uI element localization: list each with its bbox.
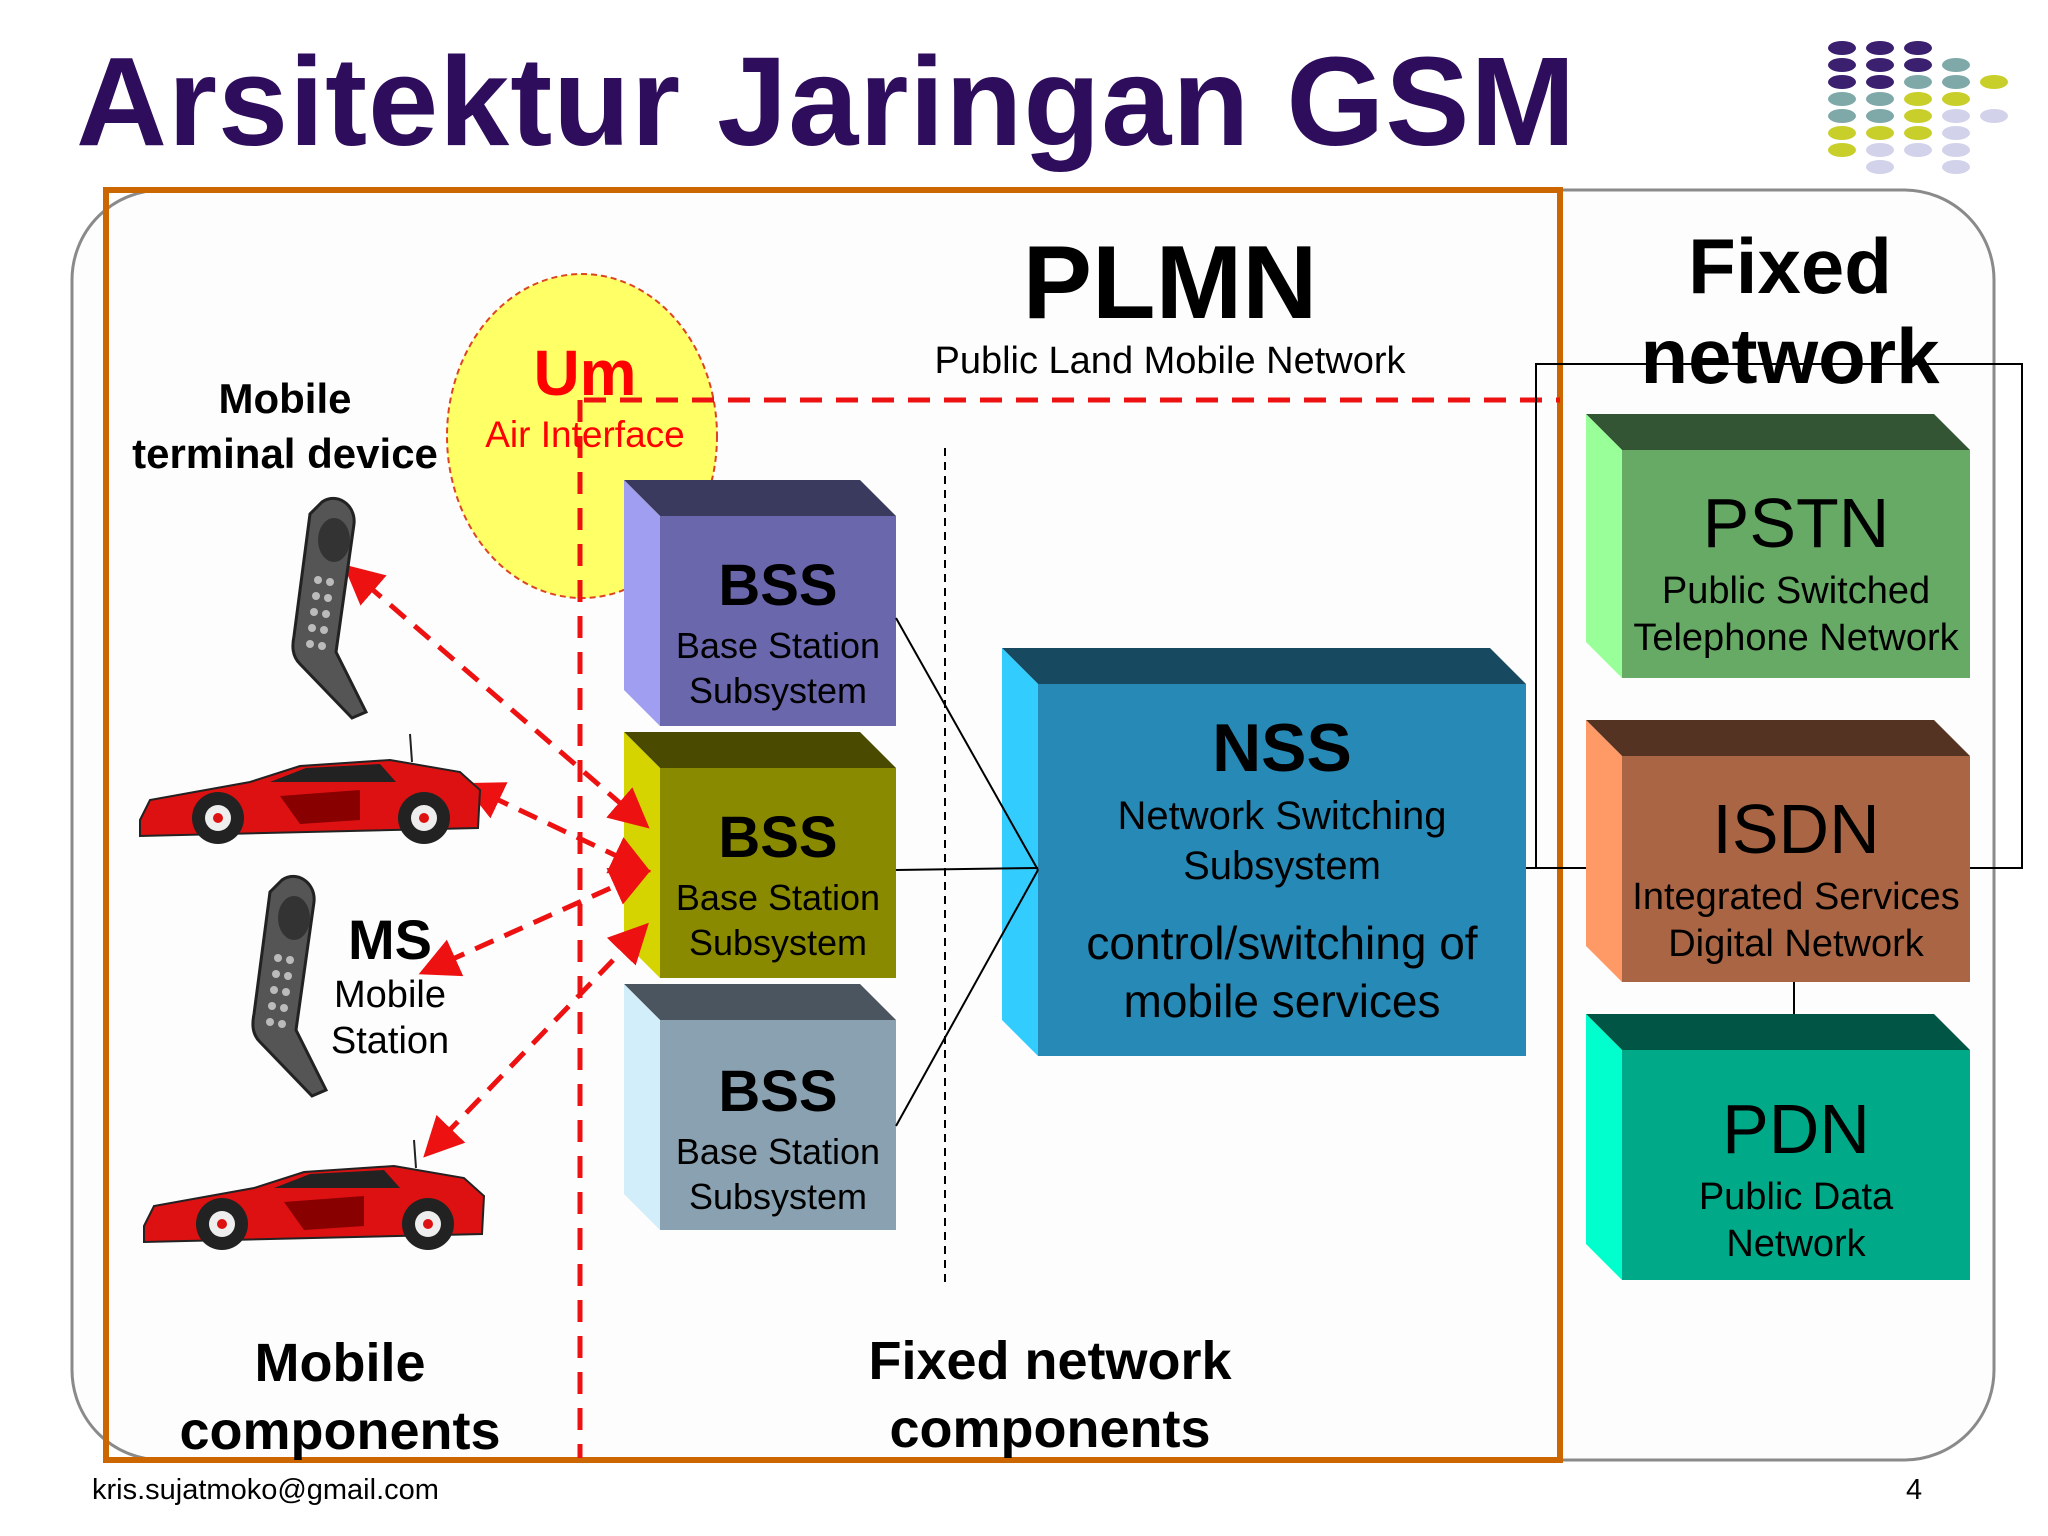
bss-label-2: BSS Base Station Subsystem xyxy=(660,802,896,965)
car-icon-1 xyxy=(139,733,482,844)
mobile-components-label: Mobile components xyxy=(120,1330,560,1465)
pstn-title: PSTN xyxy=(1702,484,1890,562)
ms-label: MS Mobile Station xyxy=(310,906,470,1064)
nss-box xyxy=(1002,648,1526,1056)
mobile-components-line1: Mobile xyxy=(254,1333,426,1393)
bss-line2: Subsystem xyxy=(688,921,868,963)
mobile-terminal-line2: terminal device xyxy=(132,429,438,477)
pdn-box xyxy=(1586,1014,1970,1280)
air-interface-sublabel: Air Interface xyxy=(485,414,685,455)
plmn-border xyxy=(103,187,1563,1463)
plmn-title: PLMN xyxy=(1022,225,1318,341)
dot-logo-icon xyxy=(1828,41,2008,174)
pdn-line2: Network xyxy=(1726,1223,1866,1265)
bss-line2: Subsystem xyxy=(688,669,868,711)
pdn-title: PDN xyxy=(1722,1090,1870,1168)
bss-line1: Base Station xyxy=(675,1130,881,1172)
bss-title: BSS xyxy=(718,1059,838,1124)
fixed-components-line1: Fixed network xyxy=(868,1331,1232,1391)
pstn-box xyxy=(1586,414,1970,678)
nss-line3: control/switching of xyxy=(1086,917,1478,969)
bss-label-3: BSS Base Station Subsystem xyxy=(660,1056,896,1219)
fixed-network-title: Fixed network xyxy=(1580,222,2000,401)
bss-title: BSS xyxy=(718,805,838,870)
mobile-terminal-label: Mobile terminal device xyxy=(110,372,460,481)
fixed-network-title-line2: network xyxy=(1640,311,1940,400)
fixed-components-line2: components xyxy=(889,1398,1211,1459)
air-interface-label: Um xyxy=(533,337,637,409)
nss-line1: Network Switching xyxy=(1117,794,1447,838)
pdn-line1: Public Data xyxy=(1698,1175,1894,1218)
isdn-line1: Integrated Services xyxy=(1632,875,1960,918)
pstn-line2: Telephone Network xyxy=(1633,617,1959,659)
bss-title: BSS xyxy=(718,553,838,618)
isdn-label: ISDN Integrated Services Digital Network xyxy=(1608,786,1984,969)
ms-line1: Mobile xyxy=(334,974,446,1017)
bss-line2: Subsystem xyxy=(688,1175,868,1217)
isdn-title: ISDN xyxy=(1712,790,1880,868)
bss3-nss-link xyxy=(895,869,1039,1127)
mobile-terminal-line1: Mobile xyxy=(218,375,352,422)
pstn-line1: Public Switched xyxy=(1661,569,1931,612)
nss-line2: Subsystem xyxy=(1183,844,1381,888)
pstn-label: PSTN Public Switched Telephone Network xyxy=(1608,480,1984,663)
slide-title: Arsitektur Jaringan GSM xyxy=(76,31,1577,172)
isdn-box xyxy=(1586,720,1970,982)
fixed-network-title-line1: Fixed xyxy=(1688,222,1892,310)
ms-line2: Station xyxy=(330,1019,450,1062)
bss1-nss-link xyxy=(895,617,1039,871)
mobile-phone-icon-2 xyxy=(251,874,329,1098)
bss2-nss-link xyxy=(895,867,1039,871)
page-number: 4 xyxy=(1906,1474,1923,1506)
pdn-label: PDN Public Data Network xyxy=(1608,1086,1984,1269)
footer-email: kris.sujatmoko@gmail.com xyxy=(92,1474,439,1506)
car-icon-2 xyxy=(143,1139,486,1250)
mobile-components-line2: components xyxy=(179,1400,501,1461)
bss-line1: Base Station xyxy=(675,624,881,666)
fixed-network-components-label: Fixed network components xyxy=(800,1328,1300,1463)
plmn-subtitle: Public Land Mobile Network xyxy=(934,340,1406,382)
nss-line4: mobile services xyxy=(1123,974,1441,1027)
nss-label: NSS Network Switching Subsystem control/… xyxy=(1038,706,1526,1030)
bss-line1: Base Station xyxy=(675,876,881,918)
bss-box-3 xyxy=(624,984,896,1230)
ms-title: MS xyxy=(348,908,432,971)
bss-label-1: BSS Base Station Subsystem xyxy=(660,550,896,713)
mobile-phone-icon-1 xyxy=(291,496,369,720)
radio-link-arrows xyxy=(343,564,652,1158)
nss-title: NSS xyxy=(1212,710,1352,786)
isdn-line2: Digital Network xyxy=(1668,923,1924,965)
